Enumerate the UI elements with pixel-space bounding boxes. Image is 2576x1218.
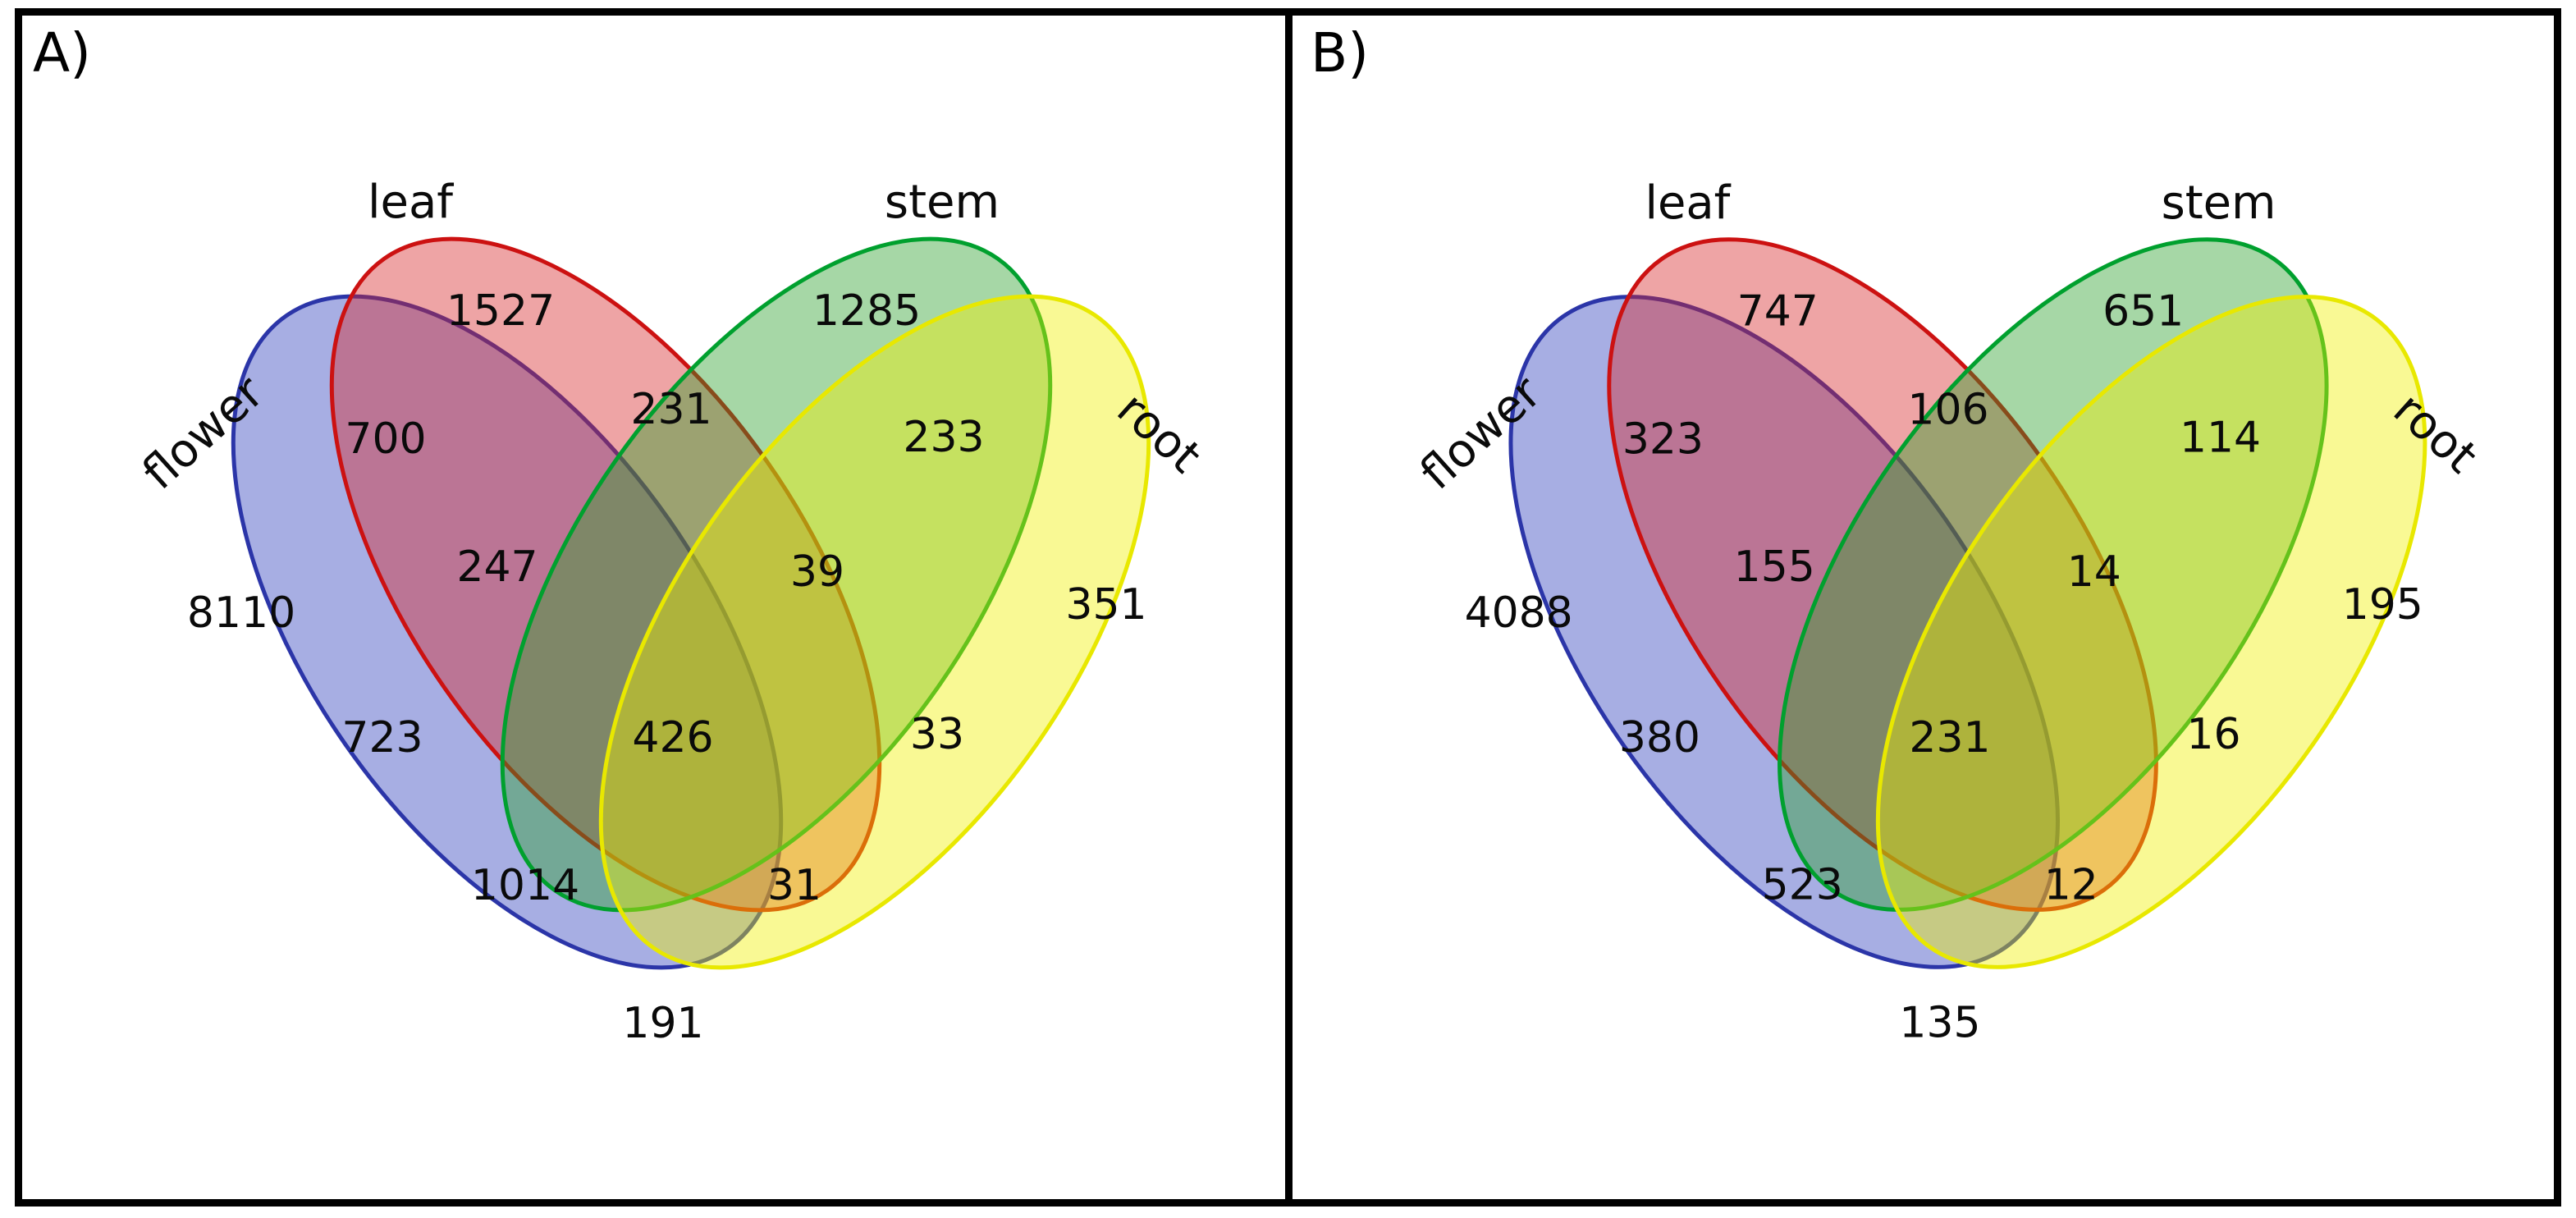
set-label-leaf: leaf (368, 176, 454, 229)
count-root-only: 195 (2342, 580, 2423, 630)
count-leaf-stem: 106 (1907, 385, 1988, 434)
count-flower-stem-root: 1014 (471, 861, 579, 910)
count-all-four: 426 (632, 713, 713, 762)
count-flower-stem: 723 (341, 713, 423, 762)
count-flower-stem-root: 523 (1762, 861, 1843, 910)
count-stem-root: 114 (2180, 413, 2261, 462)
panel-b-label: B) (1311, 21, 1370, 85)
venn-ellipses-b (1508, 204, 2533, 1060)
panel-a: A) flower leaf stem root (15, 8, 1285, 1207)
count-leaf-only: 1527 (446, 286, 555, 336)
panel-b: B) flower leaf stem root 4088 747 651 19… (1293, 8, 2561, 1207)
ellipse-root[interactable] (492, 203, 1257, 1060)
ellipse-root[interactable] (1769, 204, 2533, 1060)
count-leaf-stem-root: 14 (2067, 547, 2121, 597)
count-flower-root: 191 (622, 999, 703, 1048)
count-flower-leaf-root: 31 (767, 861, 821, 910)
count-flower-root: 135 (1899, 998, 1980, 1047)
venn-ellipses-a (231, 203, 1257, 1060)
count-leaf-root: 16 (2187, 710, 2241, 759)
count-stem-only: 1285 (812, 286, 921, 336)
count-all-four: 231 (1909, 713, 1990, 762)
count-leaf-root: 33 (910, 710, 964, 759)
panel-a-venn: flower leaf stem root 8110 1527 1285 351… (15, 8, 1285, 1207)
count-leaf-stem: 231 (630, 385, 711, 434)
count-flower-leaf: 323 (1622, 414, 1704, 464)
panel-b-venn: flower leaf stem root 4088 747 651 195 3… (1293, 8, 2561, 1207)
count-flower-only: 8110 (187, 588, 295, 638)
count-flower-only: 4088 (1465, 588, 1573, 638)
count-flower-leaf-stem: 247 (456, 543, 538, 592)
count-leaf-only: 747 (1737, 286, 1819, 336)
count-flower-leaf-stem: 155 (1734, 543, 1815, 592)
count-flower-leaf: 700 (345, 414, 426, 464)
count-leaf-stem-root: 39 (790, 547, 844, 597)
count-root-only: 351 (1065, 580, 1146, 630)
count-stem-only: 651 (2102, 286, 2184, 336)
set-label-leaf: leaf (1645, 176, 1731, 230)
set-label-stem: stem (2162, 176, 2276, 230)
panel-a-label: A) (33, 21, 91, 85)
count-flower-leaf-root: 12 (2044, 861, 2098, 910)
count-stem-root: 233 (903, 413, 984, 462)
panel-divider (1285, 8, 1293, 1207)
count-flower-stem: 380 (1619, 713, 1700, 762)
set-label-stem: stem (885, 176, 1000, 229)
